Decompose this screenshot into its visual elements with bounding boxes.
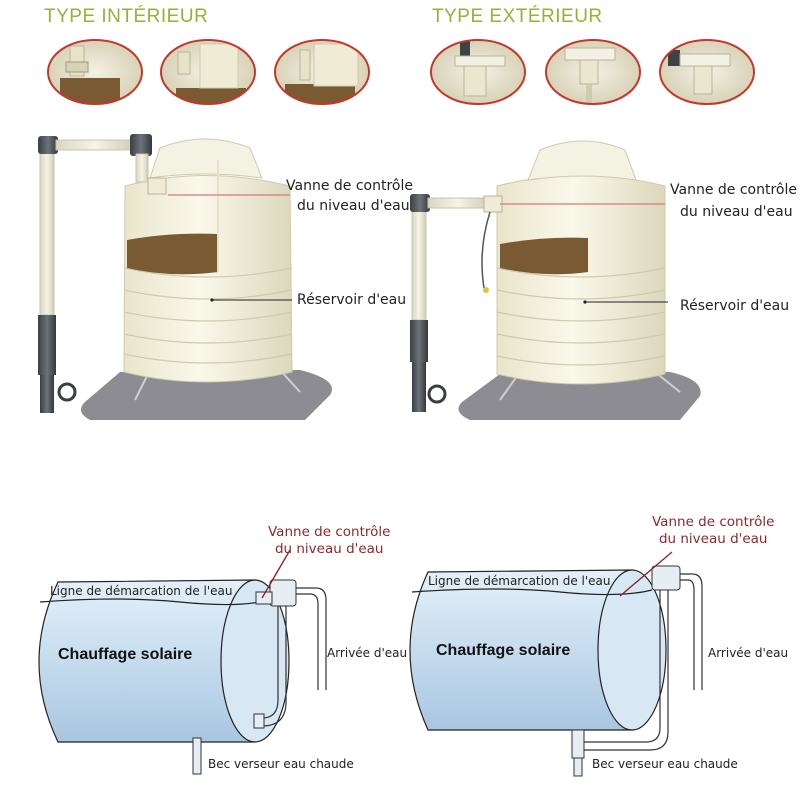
right-solar-cylinder [409, 565, 703, 777]
interior-tank-label: Réservoir d'eau [297, 292, 407, 308]
left-valve-label-line1: Vanne de contrôle [268, 524, 391, 540]
left-heater-label: Chauffage solaire [58, 646, 193, 663]
left-valve-label: Vanne de contrôle du niveau d'eau [268, 524, 390, 558]
exterior-tank-illustration [410, 140, 701, 420]
interior-valve-label-line1: Vanne de contrôle [286, 178, 413, 194]
right-valve-label-line2: du niveau d'eau [658, 531, 768, 547]
right-outlet-label: Bec verseur eau chaude [592, 757, 738, 771]
interior-thumbnail-3 [274, 39, 370, 105]
exterior-valve-label-line1: Vanne de contrôle [670, 182, 797, 198]
interior-thumbnail-1 [47, 39, 143, 105]
left-valve-label-line2: du niveau d'eau [274, 541, 384, 557]
exterior-title: TYPE EXTÉRIEUR [432, 6, 603, 27]
right-waterline-label: Ligne de démarcation de l'eau [428, 574, 611, 588]
exterior-thumbnail-3 [659, 39, 755, 105]
right-valve-label-line1: Vanne de contrôle [652, 514, 775, 530]
left-outlet-label: Bec verseur eau chaude [208, 757, 354, 771]
right-valve-leader [619, 551, 673, 597]
interior-tank-illustration [38, 134, 332, 420]
exterior-thumbnail-1 [430, 39, 526, 105]
interior-thumbnail-2 [160, 39, 256, 105]
exterior-tank-label: Réservoir d'eau [680, 298, 790, 314]
interior-title: TYPE INTÉRIEUR [44, 6, 209, 27]
exterior-valve-label-line2: du niveau d'eau [680, 204, 793, 220]
left-waterline-label: Ligne de démarcation de l'eau [50, 584, 233, 598]
left-solar-cylinder [38, 579, 327, 775]
left-valve-leader [261, 549, 291, 599]
interior-valve-label-line2: du niveau d'eau [297, 198, 410, 214]
right-valve-label: Vanne de contrôle du niveau d'eau [652, 514, 774, 548]
right-heater-label: Chauffage solaire [436, 642, 571, 659]
left-inlet-label: Arrivée d'eau [327, 646, 408, 660]
exterior-thumbnail-2 [545, 39, 641, 105]
right-inlet-label: Arrivée d'eau [708, 646, 789, 660]
floor-pad-right [458, 372, 701, 420]
